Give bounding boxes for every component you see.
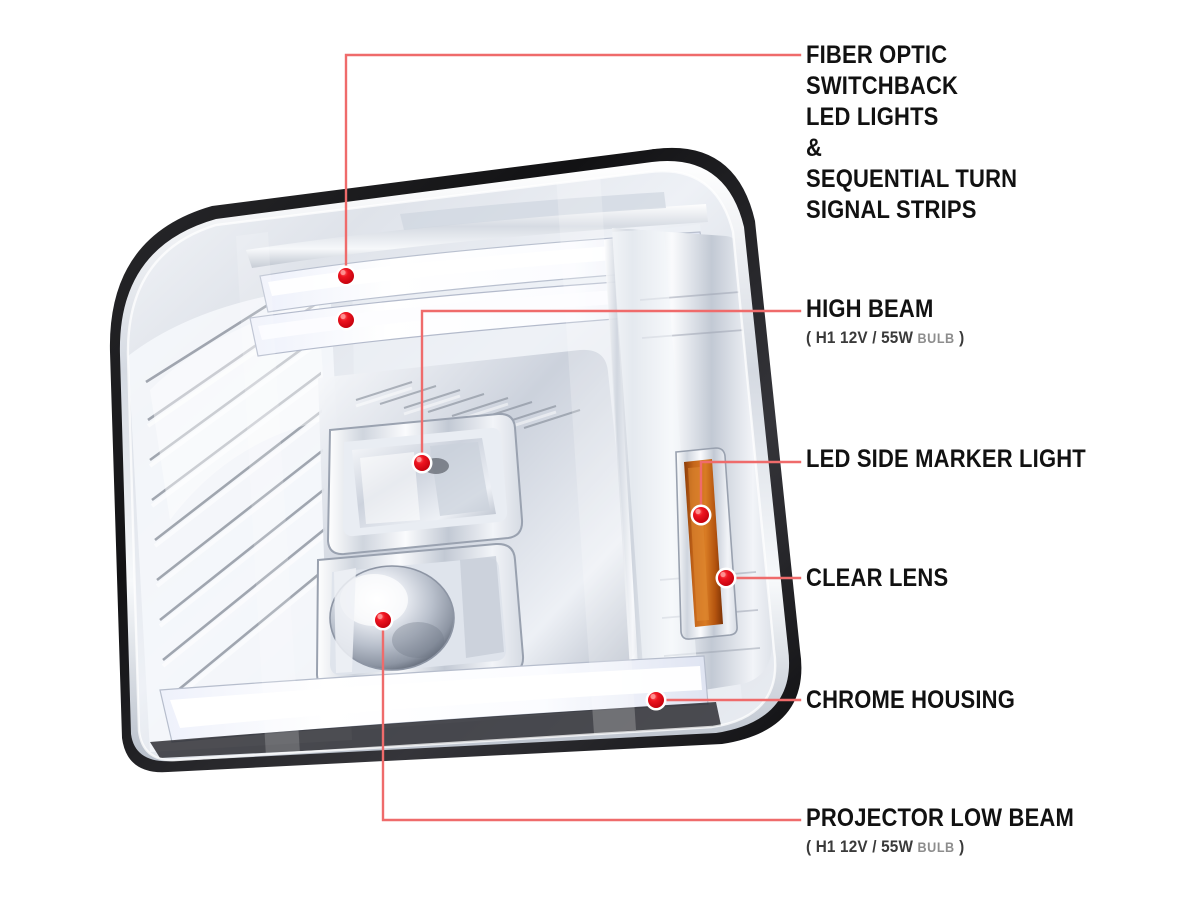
callout-label-fiber-optic-switchback: FIBER OPTIC SWITCHBACK LED LIGHTS & SEQU… <box>806 40 1146 226</box>
callout-label-projector-low-beam: PROJECTOR LOW BEAM ( H1 12V / 55W BULB ) <box>806 803 1146 858</box>
led-side-marker <box>675 447 738 640</box>
leader-low-beam <box>381 618 802 822</box>
callout-title-clear-lens: CLEAR LENS <box>806 564 949 592</box>
high-beam-bulb-word: BULB <box>917 330 955 346</box>
callout-title-projector-low-beam: PROJECTOR LOW BEAM <box>806 804 1075 832</box>
low-beam-spec-text: ( H1 12V / 55W <box>806 837 918 856</box>
leader-fiber-optic <box>344 53 802 278</box>
callout-title-fiber-optic-switchback: FIBER OPTIC SWITCHBACK LED LIGHTS & SEQU… <box>806 41 1018 224</box>
callout-title-led-side-marker-light: LED SIDE MARKER LIGHT <box>806 445 1086 473</box>
callout-dots <box>335 265 737 711</box>
lens-edge-highlight <box>126 169 777 762</box>
callout-label-clear-lens: CLEAR LENS <box>806 563 1106 594</box>
low-beam-spec-close: ) <box>954 837 965 856</box>
low-beam-bulb-word: BULB <box>917 839 955 855</box>
leader-high-beam <box>420 309 802 465</box>
callout-sub-projector-low-beam: ( H1 12V / 55W BULB ) <box>806 836 1112 858</box>
callout-dot-high-beam[interactable] <box>411 452 433 474</box>
high-beam-spec-text: ( H1 12V / 55W <box>806 328 918 347</box>
reflector-fins <box>145 270 330 708</box>
high-beam-chamber <box>326 412 524 556</box>
callout-dot-fiber-optic-2[interactable] <box>335 309 357 331</box>
callout-label-high-beam: HIGH BEAM ( H1 12V / 55W BULB ) <box>806 294 1136 349</box>
callout-label-chrome-housing: CHROME HOUSING <box>806 685 1126 716</box>
high-beam-spec-close: ) <box>954 328 965 347</box>
callout-sub-high-beam: ( H1 12V / 55W BULB ) <box>806 327 1103 349</box>
callout-dot-clear-lens[interactable] <box>715 567 737 589</box>
callout-dot-fiber-optic-1[interactable] <box>335 265 357 287</box>
leader-lines <box>344 53 802 822</box>
callout-title-chrome-housing: CHROME HOUSING <box>806 686 1016 714</box>
callout-dot-side-marker[interactable] <box>690 504 712 526</box>
callout-dot-chrome-housing[interactable] <box>645 689 667 711</box>
leader-side-marker <box>699 460 802 517</box>
callout-label-led-side-marker-light: LED SIDE MARKER LIGHT <box>806 444 1146 475</box>
callout-title-high-beam: HIGH BEAM <box>806 295 934 323</box>
callout-dot-low-beam[interactable] <box>372 609 394 631</box>
projector-low-beam-chamber <box>315 542 525 692</box>
